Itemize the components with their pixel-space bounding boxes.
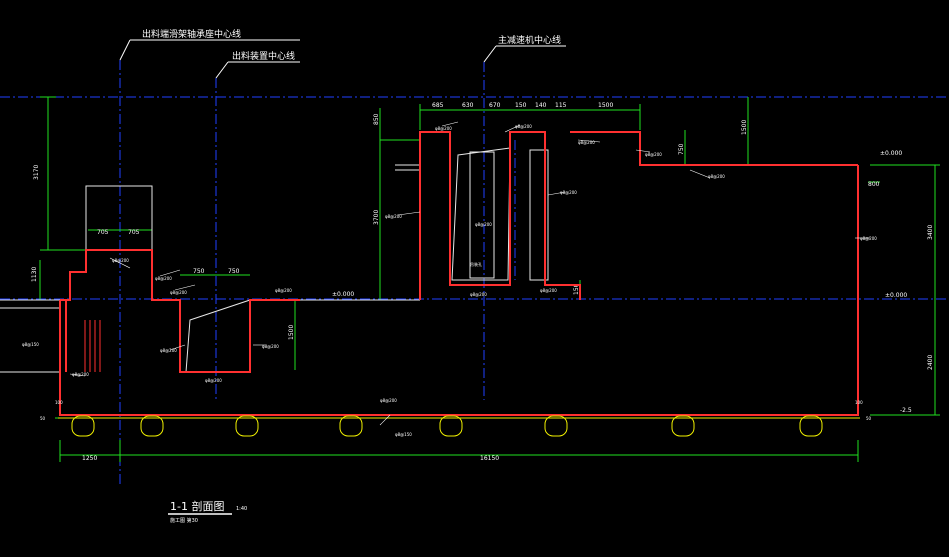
svg-text:3170: 3170 [33, 165, 40, 180]
svg-text:φ8@200: φ8@200 [170, 290, 187, 295]
center-lines [0, 60, 949, 485]
concrete-walls [59, 131, 859, 416]
note-b: φ8@150 [395, 432, 412, 437]
svg-text:φ8@200: φ8@200 [470, 292, 487, 297]
svg-text:1130: 1130 [31, 267, 38, 282]
dim-top-5: 140 [535, 102, 547, 109]
dim-top-7: 1500 [598, 102, 613, 109]
svg-text:1500: 1500 [741, 120, 748, 135]
structure-outline [0, 147, 549, 373]
svg-text:φ8@200: φ8@200 [72, 372, 89, 377]
svg-text:φ8@200: φ8@200 [385, 214, 402, 219]
svg-text:φ8@200: φ8@200 [435, 126, 452, 131]
svg-text:φ8@200: φ8@200 [560, 190, 577, 195]
svg-text:3700: 3700 [373, 210, 380, 225]
dim-top-3: 670 [489, 102, 501, 109]
svg-text:150: 150 [573, 283, 580, 295]
svg-text:φ8@200: φ8@200 [275, 288, 292, 293]
dim-mid-3: 750 [193, 268, 205, 275]
note-g: 50 [40, 416, 46, 421]
callout-main-reducer: 主减速机中心线 [498, 34, 561, 46]
svg-text:φ8@200: φ8@200 [155, 276, 172, 281]
svg-text:φ8@200: φ8@200 [708, 174, 725, 179]
svg-text:1500: 1500 [288, 325, 295, 340]
svg-text:φ8@200: φ8@200 [205, 378, 222, 383]
svg-text:φ8@200: φ8@200 [515, 124, 532, 129]
rebar-labels: φ8@200 φ8@200 φ8@200 φ8@200 φ8@200 φ8@20… [72, 124, 877, 403]
svg-text:φ8@200: φ8@200 [112, 258, 129, 263]
drawing-scale: 1:40 [236, 506, 247, 512]
svg-text:φ8@200: φ8@200 [160, 348, 177, 353]
callout-discharge-1: 出料端滑架轴承座中心线 [142, 28, 241, 40]
dim-top-2: 630 [462, 102, 474, 109]
svg-text:φ8@200: φ8@200 [578, 140, 595, 145]
svg-text:850: 850 [373, 113, 380, 125]
dim-top-6: 115 [555, 102, 567, 109]
dimension-lines [39, 96, 940, 462]
level-4: ±0.000 [880, 150, 902, 157]
rebar-leaders [69, 121, 870, 426]
dim-top-1: 685 [432, 102, 444, 109]
svg-text:φ8@200: φ8@200 [860, 236, 877, 241]
dim-total-1: 1250 [82, 455, 97, 462]
callout-discharge-2: 出料装置中心线 [232, 50, 295, 62]
svg-text:φ8@200: φ8@200 [380, 398, 397, 403]
dim-mid-1: 705 [97, 229, 109, 236]
svg-text:2400: 2400 [927, 355, 934, 370]
piles [58, 415, 860, 437]
svg-text:φ8@200: φ8@200 [475, 222, 492, 227]
level-1: ±0.000 [332, 291, 354, 298]
note-center: 吊装孔 [470, 261, 482, 267]
vertical-dims: 3170 1130 1500 3700 850 750 1500 150 340… [31, 113, 934, 370]
svg-text:φ8@200: φ8@200 [540, 288, 557, 293]
drawing-title: 1-1 剖面图 [170, 499, 224, 513]
note-h: 50 [866, 416, 872, 421]
drawing-note: 施工图 第30 [170, 517, 198, 524]
svg-text:φ8@200: φ8@200 [645, 152, 662, 157]
note-e: 100 [55, 400, 63, 405]
svg-text:3400: 3400 [927, 225, 934, 240]
dim-mid-2: 705 [128, 229, 140, 236]
callout-leaders [119, 39, 566, 79]
svg-text:φ8@200: φ8@200 [262, 344, 279, 349]
level-2: ±0.000 [885, 292, 907, 299]
dim-800: 800 [868, 181, 880, 188]
note-f: 100 [855, 400, 863, 405]
note-c: φ8@150 [22, 342, 39, 347]
level-3: -2.5 [900, 407, 912, 414]
stair-hatch [84, 320, 101, 372]
dim-total-2: 16150 [480, 455, 499, 462]
svg-text:750: 750 [678, 143, 685, 155]
dim-top-4: 150 [515, 102, 527, 109]
dim-mid-4: 750 [228, 268, 240, 275]
